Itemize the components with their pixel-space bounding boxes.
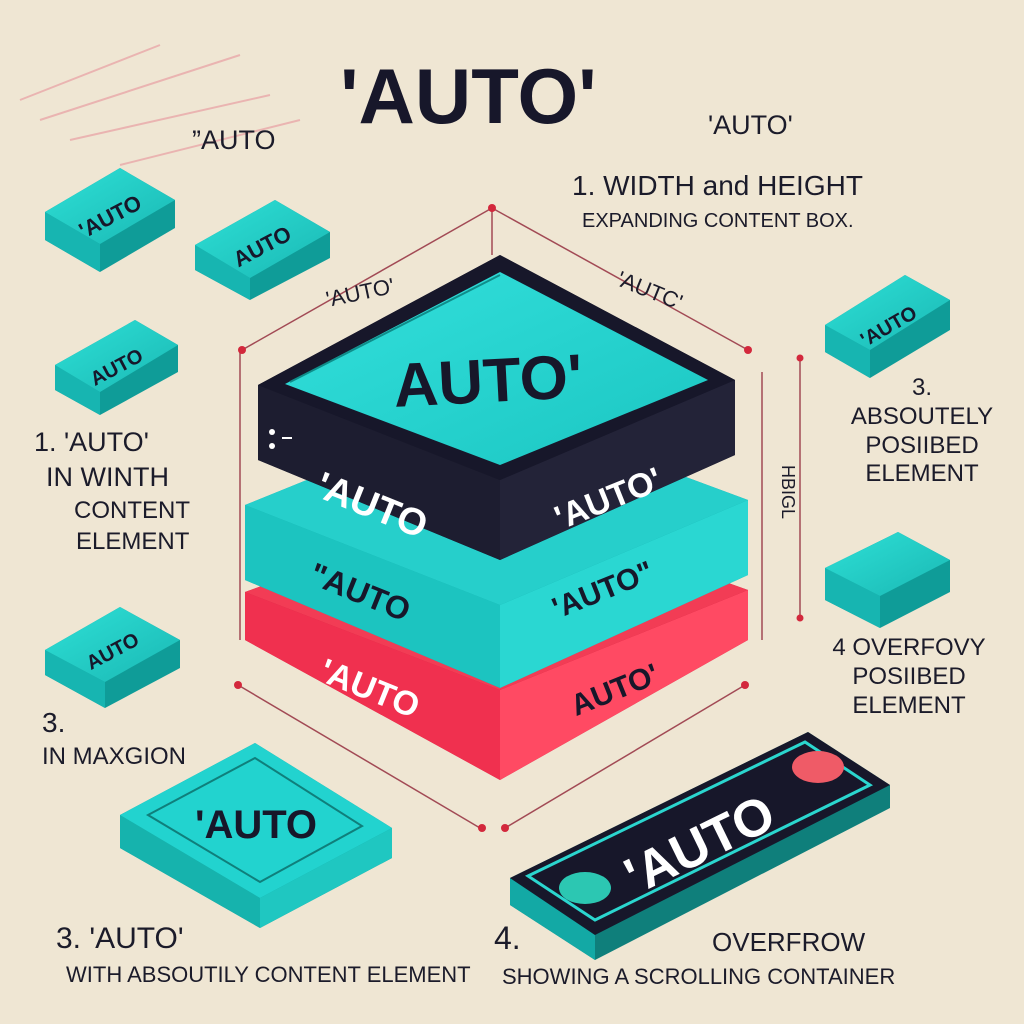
item1-left-block: 1. 'AUTO' IN WINTH CONTENT ELEMENT: [34, 425, 190, 558]
item1-left-heading: 1. 'AUTO': [34, 427, 149, 457]
item3-margin-block: 3. IN MAXGION: [42, 705, 186, 773]
item3-right-text-1: ABSOUTELY: [850, 402, 994, 430]
item3-right-block: 3. ABSOUTELY POSIIBED ELEMENT: [832, 374, 1012, 489]
scroll-container: [510, 732, 890, 960]
bottom-right-text: SHOWING A SCROLLING CONTAINER: [502, 964, 896, 989]
tile-1: [45, 168, 175, 272]
bottom-right-heading: OVERFROW: [712, 927, 866, 957]
black-layer: [258, 255, 735, 560]
dim-right-label: 'AUTC': [613, 266, 686, 315]
width-height-sub: EXPANDING CONTENT BOX.: [582, 210, 854, 232]
item3-right-text-3: ELEMENT: [865, 460, 979, 488]
item1-left-text-1: IN WINTH: [46, 462, 169, 493]
item4-right-text-2: ELEMENT: [852, 691, 966, 719]
side-height-label: HBIGL: [778, 465, 798, 519]
big-tile-text: 'AUTO: [195, 803, 317, 847]
item3-right-num: 3.: [911, 374, 932, 401]
tile-3: [55, 320, 178, 415]
dim-left-label: 'AUTO': [324, 273, 397, 312]
item1-left-text-3: ELEMENT: [76, 528, 190, 556]
big-tile: [120, 743, 392, 928]
sketch-strokes: [19, 44, 301, 166]
item4-right-text-1: POSIIBED: [852, 662, 966, 690]
top-left-auto-label: ”AUTO: [192, 125, 276, 155]
page-title: 'AUTO': [340, 52, 597, 140]
tile-4: [45, 607, 180, 708]
item3-margin-text: IN MAXGION: [42, 743, 187, 771]
bottom-right-num: 4.: [494, 920, 521, 956]
bottom-left-text: WITH ABSOUTILY CONTENT ELEMENT: [66, 962, 471, 987]
red-dot: [792, 751, 844, 783]
bottom-left-heading: 3. 'AUTO': [56, 922, 184, 955]
stack-top-text: AUTO': [392, 342, 585, 421]
item3-margin-num: 3.: [42, 707, 66, 738]
dimension-lines: [234, 204, 804, 832]
item1-left-text-2: CONTENT: [74, 497, 190, 525]
teal-dot: [559, 872, 611, 904]
tile-5: [825, 275, 950, 378]
tile-2: [195, 200, 330, 300]
tile-plain: [825, 532, 950, 628]
top-right-auto-label: 'AUTO': [708, 110, 793, 140]
width-height-heading: 1. WIDTH and HEIGHT: [572, 170, 863, 201]
item4-right-block: 4 OVERFOVY POSIIBED ELEMENT: [806, 634, 1012, 720]
item4-right-heading: 4 OVERFOVY: [832, 634, 986, 661]
item3-right-text-2: POSIIBED: [865, 431, 979, 459]
